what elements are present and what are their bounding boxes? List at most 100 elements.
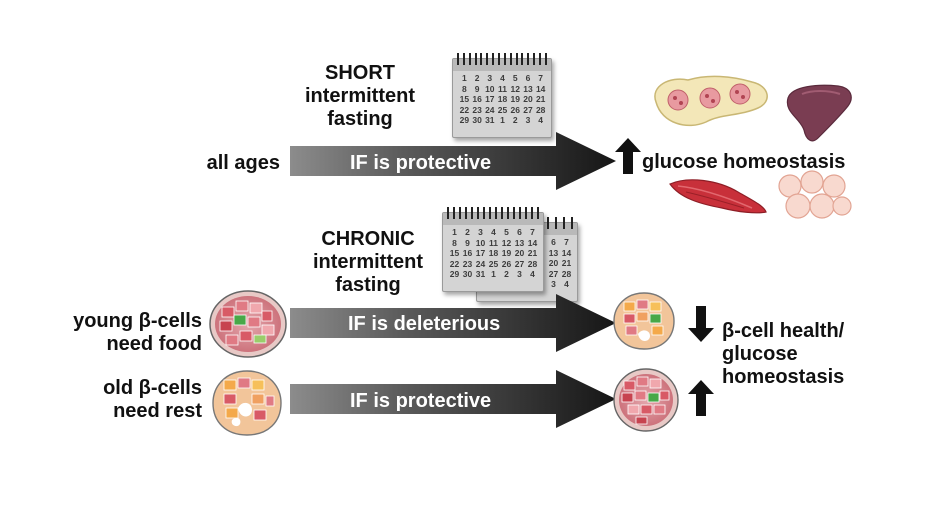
calendar-day: 1 [500,115,505,125]
calendar-day: 22 [449,258,460,269]
binder-ring [462,53,465,65]
binder-ring [533,53,536,65]
calendar-day: 28 [535,104,546,115]
binder-ring [531,207,533,219]
calendar-day: 21 [527,248,538,258]
calendar-day: 24 [485,104,495,115]
binder-ring [477,207,479,219]
binder-ring [503,53,506,65]
binder-ring [513,207,515,219]
calendar-day: 22 [459,104,470,115]
calendar-day: 9 [474,83,480,94]
calendar-day: 13 [514,237,525,248]
calendar-day: 31 [485,115,495,125]
young-line2: need food [106,333,202,355]
outcome-line1: β-cell health/ [722,320,845,342]
binder-ring [489,207,491,219]
calendar-day: 14 [527,237,538,248]
chronic-if-label: CHRONIC intermittent fasting [308,228,428,297]
calendar-day: 12 [510,83,520,94]
calendar-day: 4 [564,279,569,289]
binder-ring [447,207,449,219]
binder-ring [465,207,467,219]
calendar-day: 27 [514,258,525,269]
calendar-day: 14 [561,247,572,258]
calendar-day: 1 [491,269,496,279]
outcome-line2: glucose [722,343,798,365]
chronic-label: CHRONIC [321,228,415,250]
all-ages-label: all ages [206,152,280,174]
binder-ring [468,53,471,65]
liver-icon [786,84,852,142]
calendar-day: 4 [538,115,544,125]
binder-ring [537,207,539,219]
calendar-day: 8 [461,83,467,94]
binder-ring [527,53,530,65]
short-if-label: SHORT intermittent fasting [300,62,420,131]
calendar-day: 13 [548,247,559,258]
calendar-day: 2 [504,269,509,279]
intermittent-label: intermittent [305,85,415,107]
calendar-day: 26 [501,258,512,269]
binder-ring [521,53,524,65]
calendar-day: 2 [474,73,480,83]
calendar-rings [457,53,547,65]
binder-ring [507,207,509,219]
calendar-day: 15 [449,248,460,258]
binder-ring [519,207,521,219]
calendar-day: 30 [472,115,482,125]
binder-ring [457,53,459,65]
old-beta-cells-label: old β-cells need rest [70,377,202,423]
calendar-day: 7 [530,227,535,237]
binder-ring [480,53,483,65]
calendar-day: 10 [485,83,495,94]
calendar-day: 18 [497,94,508,104]
calendar-day: 30 [462,269,473,279]
binder-ring [501,207,503,219]
calendar-day: 1 [461,73,467,83]
binder-ring [486,53,489,65]
calendar-day: 10 [475,237,486,248]
binder-ring [547,217,549,229]
calendar-day: 20 [548,258,559,268]
binder-ring [492,53,495,65]
arrow-young-text: IF is deleterious [348,313,501,335]
calendar-day: 6 [525,73,531,83]
calendar-day: 23 [472,104,482,115]
calendar-day: 14 [535,83,546,94]
arrow-top [290,132,616,190]
calendar-day: 3 [487,73,493,83]
binder-ring [563,217,565,229]
calendar-back-rings [547,217,573,229]
calendar-day: 8 [452,237,457,248]
calendar-day: 25 [497,104,508,115]
islet-young-icon [209,290,287,358]
calendar-day: 27 [523,104,533,115]
calendar-day: 7 [564,237,569,247]
calendar-day: 21 [535,94,546,104]
binder-ring [453,207,455,219]
arrow-old [290,370,616,428]
calendar-day: 19 [510,94,520,104]
islet-old-icon [212,370,282,436]
old-line2: need rest [113,400,202,422]
calendar-day: 28 [561,268,572,279]
calendar-day: 24 [475,258,486,269]
calendar-day: 18 [488,248,499,258]
calendar-day: 5 [512,73,518,83]
muscle-icon [669,179,767,214]
calendar-day: 4 [530,269,535,279]
calendar-day: 12 [501,237,512,248]
